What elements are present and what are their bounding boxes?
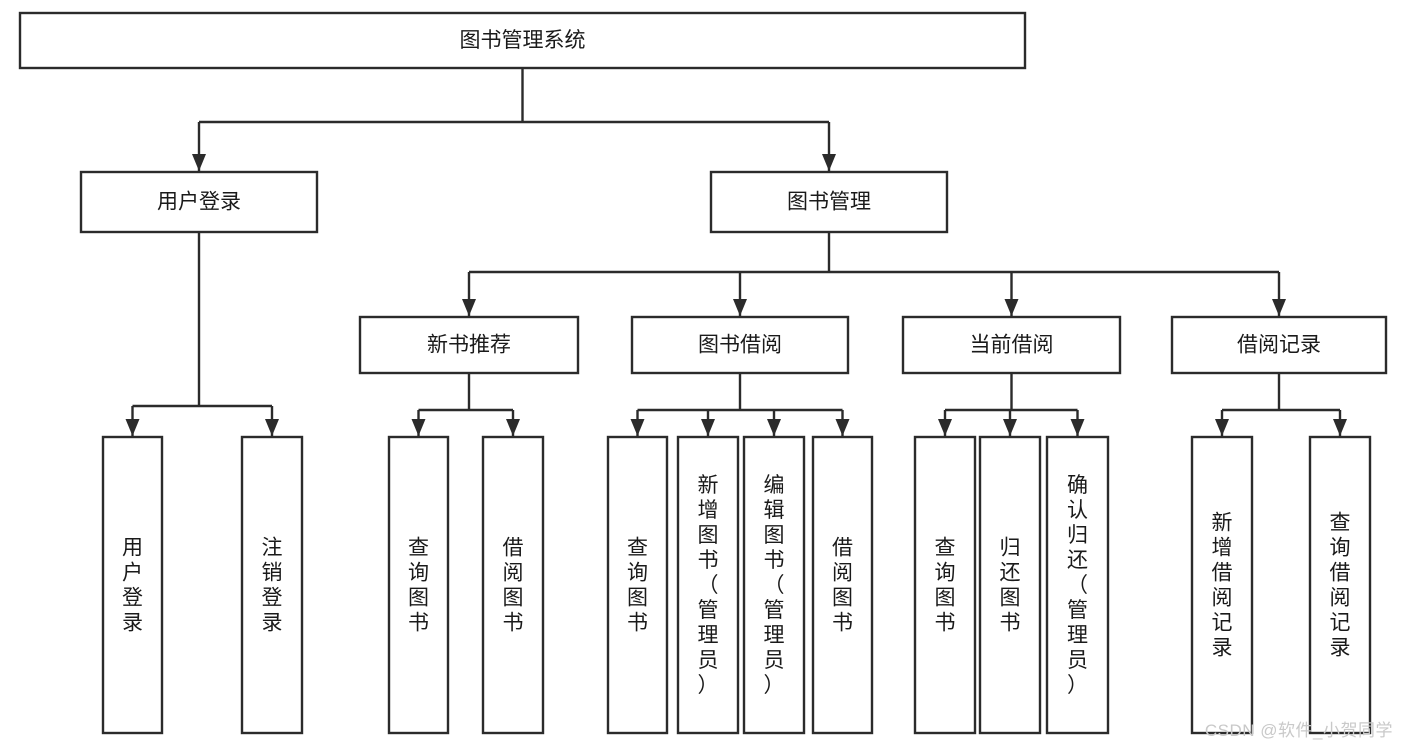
arrow-head-icon — [630, 419, 645, 436]
arrow-head-icon — [506, 419, 520, 436]
arrow-head-icon — [1004, 299, 1019, 316]
arrow-head-icon — [733, 299, 747, 316]
arrow-head-icon — [1070, 419, 1085, 436]
node-new-book-recommend-box[interactable] — [358, 315, 580, 375]
node-leaf-query-book-bb[interactable]: 查询图书 — [606, 435, 669, 735]
arrow-head-icon — [1215, 419, 1229, 436]
node-leaf-confirm-return[interactable]: 确认归还（管理员） — [1045, 435, 1110, 735]
node-leaf-query-book-cb-box[interactable] — [913, 435, 977, 735]
node-borrow-records[interactable]: 借阅记录 — [1170, 315, 1388, 375]
node-book-management-label: 图书管理 — [787, 191, 871, 214]
node-leaf-query-book-nbr-box[interactable] — [387, 435, 450, 735]
node-leaf-query-record-box[interactable] — [1308, 435, 1372, 735]
node-leaf-query-record[interactable]: 查询借阅记录 — [1308, 435, 1372, 735]
node-leaf-query-book-bb-box[interactable] — [606, 435, 669, 735]
arrow-head-icon — [1003, 419, 1017, 436]
node-leaf-query-record-label: 查询借阅记录 — [1330, 512, 1351, 660]
arrow-head-icon — [701, 419, 715, 436]
node-current-borrow-box[interactable] — [901, 315, 1122, 375]
node-root-system-label: 图书管理系统 — [460, 29, 586, 52]
node-book-management[interactable]: 图书管理 — [709, 170, 949, 234]
arrow-head-icon — [265, 419, 279, 436]
node-leaf-borrow-book-nbr-label: 借阅图书 — [503, 537, 524, 635]
arrow-head-icon — [767, 419, 781, 436]
node-leaf-confirm-return-label: 确认归还（管理员） — [1067, 474, 1088, 697]
arrow-head-icon — [462, 299, 476, 316]
node-leaf-return-book-label: 归还图书 — [1000, 537, 1021, 635]
arrow-head-icon — [822, 154, 836, 171]
node-leaf-return-book[interactable]: 归还图书 — [978, 435, 1042, 735]
node-leaf-edit-book[interactable]: 编辑图书（管理员） — [742, 435, 806, 735]
node-leaf-user-login-label: 用户登录 — [122, 537, 143, 635]
node-leaf-borrow-book-bb[interactable]: 借阅图书 — [811, 435, 874, 735]
arrow-head-icon — [192, 154, 206, 171]
node-borrow-records-label: 借阅记录 — [1237, 334, 1321, 357]
node-user-login-label: 用户登录 — [157, 191, 241, 214]
node-leaf-edit-book-label: 编辑图书（管理员） — [764, 474, 785, 697]
nodes-layer: 图书管理系统用户登录图书管理新书推荐图书借阅当前借阅借阅记录用户登录注销登录查询… — [18, 11, 1388, 735]
node-leaf-add-record[interactable]: 新增借阅记录 — [1190, 435, 1254, 735]
node-leaf-confirm-return-box[interactable] — [1045, 435, 1110, 735]
csdn-watermark: CSDN @软件_小贺同学 — [1204, 721, 1393, 740]
node-new-book-recommend[interactable]: 新书推荐 — [358, 315, 580, 375]
node-leaf-user-login[interactable]: 用户登录 — [101, 435, 164, 735]
node-leaf-borrow-book-nbr-box[interactable] — [481, 435, 545, 735]
node-leaf-add-record-box[interactable] — [1190, 435, 1254, 735]
node-leaf-borrow-book-bb-label: 借阅图书 — [832, 537, 853, 635]
node-leaf-query-book-bb-label: 查询图书 — [627, 537, 648, 635]
node-user-login-box[interactable] — [79, 170, 319, 234]
node-leaf-borrow-book-nbr[interactable]: 借阅图书 — [481, 435, 545, 735]
arrow-head-icon — [938, 419, 952, 436]
node-leaf-edit-book-box[interactable] — [742, 435, 806, 735]
node-current-borrow-label: 当前借阅 — [970, 334, 1054, 357]
node-user-login[interactable]: 用户登录 — [79, 170, 319, 234]
node-new-book-recommend-label: 新书推荐 — [427, 334, 511, 357]
node-leaf-logout[interactable]: 注销登录 — [240, 435, 304, 735]
node-leaf-user-login-box[interactable] — [101, 435, 164, 735]
node-borrow-records-box[interactable] — [1170, 315, 1388, 375]
node-book-management-box[interactable] — [709, 170, 949, 234]
node-leaf-add-record-label: 新增借阅记录 — [1212, 512, 1233, 660]
node-current-borrow[interactable]: 当前借阅 — [901, 315, 1122, 375]
node-leaf-query-book-nbr-label: 查询图书 — [408, 537, 429, 635]
node-leaf-logout-label: 注销登录 — [262, 537, 283, 635]
node-leaf-query-book-cb[interactable]: 查询图书 — [913, 435, 977, 735]
node-book-borrow[interactable]: 图书借阅 — [630, 315, 850, 375]
node-leaf-add-book-label: 新增图书（管理员） — [698, 474, 719, 697]
arrow-head-icon — [1333, 419, 1347, 436]
node-root-system[interactable]: 图书管理系统 — [18, 11, 1027, 70]
node-leaf-add-book-box[interactable] — [676, 435, 740, 735]
arrow-head-icon — [411, 419, 426, 436]
node-leaf-add-book[interactable]: 新增图书（管理员） — [676, 435, 740, 735]
node-leaf-return-book-box[interactable] — [978, 435, 1042, 735]
arrow-head-icon — [1272, 299, 1286, 316]
connector-lines-layer — [125, 68, 1347, 436]
arrow-head-icon — [125, 419, 140, 436]
node-book-borrow-box[interactable] — [630, 315, 850, 375]
node-root-system-box[interactable] — [18, 11, 1027, 70]
node-book-borrow-label: 图书借阅 — [698, 334, 782, 357]
node-leaf-borrow-book-bb-box[interactable] — [811, 435, 874, 735]
node-leaf-query-book-nbr[interactable]: 查询图书 — [387, 435, 450, 735]
node-leaf-logout-box[interactable] — [240, 435, 304, 735]
arrow-head-icon — [835, 419, 850, 436]
node-leaf-query-book-cb-label: 查询图书 — [935, 537, 956, 635]
